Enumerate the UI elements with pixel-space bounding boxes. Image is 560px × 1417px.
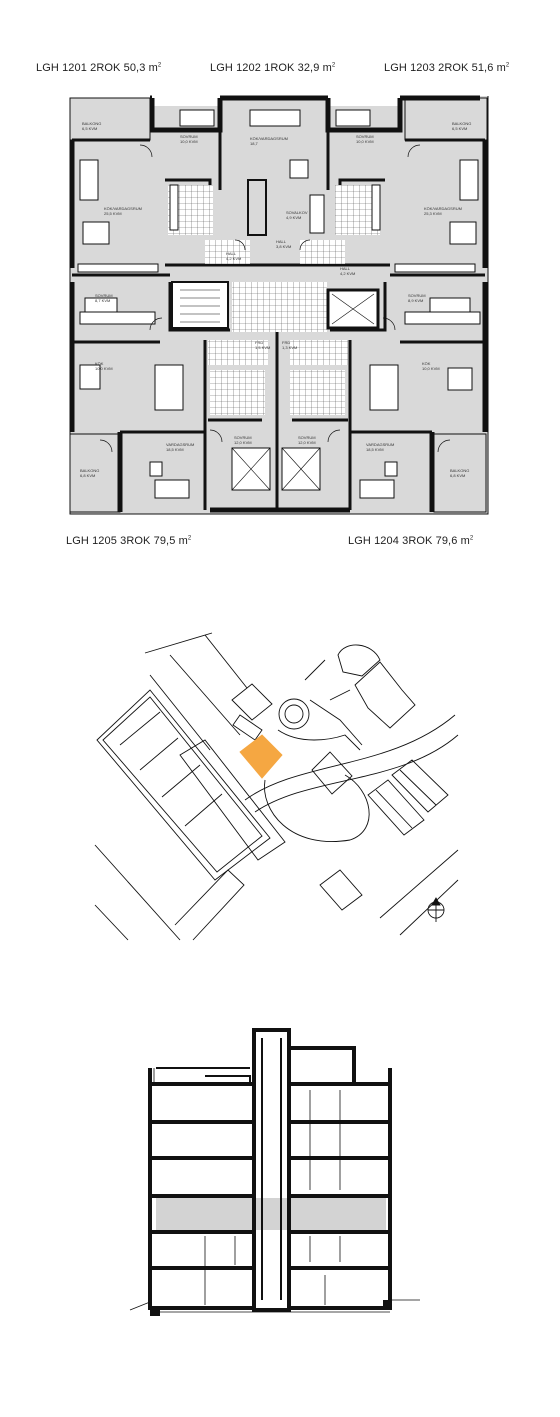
room-area-frd-2: 1,3 KVM [282,345,297,350]
room-area-sovrum-1204b: 12,0 KVM [298,440,316,445]
building-section [129,1028,420,1316]
room-area-hall-1: 4,2 KVM [226,256,241,261]
site-parking-1 [391,759,449,813]
room-label-hall-3: HALL [340,266,351,271]
room-label-hall-2: HALL [276,239,287,244]
unit-label-1204: LGH 1204 3ROK 79,6 m2 [348,535,474,547]
room-label-kok-1204: KÖK [422,361,431,366]
room-label-sovrum-1205a: SOVRUM [95,293,113,298]
room-area-balkong-1204: 6,8 KVM [450,473,465,478]
north-arrow-icon [427,897,445,922]
furniture [79,109,479,499]
site-building-ne [231,683,273,721]
room-area-balkong-1201: 6,5 KVM [82,126,97,131]
room-area-sovrum-1201: 10,0 KVM [180,139,198,144]
room-area-hall-2: 3,8 KVM [276,244,291,249]
room-area-vardagsrum-1205: 18,5 KVM [166,447,184,452]
room-label-sovrum-1201: SOVRUM [180,134,198,139]
room-label-vardagsrum-1204: VARDAGSRUM [366,442,394,447]
room-label-vardagsrum-1205: VARDAGSRUM [166,442,194,447]
room-label-balkong-1203: BALKONG [452,121,471,126]
room-area-sovalkov: 4,9 KVM [286,215,301,220]
room-label-hall-1: HALL [226,251,237,256]
site-building-east [354,661,416,729]
site-parking-2 [367,779,425,836]
room-label-sovrum-1203: SOVRUM [356,134,374,139]
room-label-sovrum-1204a: SOVRUM [408,293,426,298]
highlighted-floor [156,1198,386,1230]
room-area-kok-vardagsrum-1201: 25,5 KVM [104,211,122,216]
room-label-frd-1: FRD [255,340,263,345]
room-area-sovrum-1205b: 12,0 KVM [234,440,252,445]
room-area-hall-3: 4,2 KVM [340,271,355,276]
room-area-kok-1204: 10,0 KVM [422,366,440,371]
room-area-kok-vardagsrum-1202: 18,7 [250,141,259,146]
room-label-kok-1205: KÖK [95,361,104,366]
room-label-balkong-1205: BALKONG [80,468,99,473]
site-road-1 [94,844,181,941]
site-highlight-building [239,734,283,779]
room-label-kok-vardagsrum-1203: KÖK/VARDAGSRUM [424,206,462,211]
room-area-balkong-1203: 6,5 KVM [452,126,467,131]
room-label-sovalkov: SOVALKOV [286,210,308,215]
unit-label-1205: LGH 1205 3ROK 79,5 m2 [66,535,192,547]
room-label-kok-vardagsrum-1201: KÖK/VARDAGSRUM [104,206,142,211]
site-round-building [278,698,310,730]
unit-label-1201: LGH 1201 2ROK 50,3 m2 [36,62,162,74]
floor-plan: BALKONG 6,5 KVM SOVRUM 10,0 KVM KÖK/VARD… [69,95,489,515]
room-area-sovrum-1204a: 8,9 KVM [408,298,423,303]
unit-label-1202: LGH 1202 1ROK 32,9 m2 [210,62,336,74]
site-building-long [96,689,271,881]
room-area-kok-1205: 10,0 KVM [95,366,113,371]
room-labels: BALKONG 6,5 KVM SOVRUM 10,0 KVM KÖK/VARD… [80,121,471,478]
door-swings [99,144,451,453]
stair-core [171,281,380,330]
unit-label-1203: LGH 1203 2ROK 51,6 m2 [384,62,510,74]
room-label-sovrum-1204b: SOVRUM [298,435,316,440]
kitchen-counters [77,184,481,411]
room-label-balkong-1201: BALKONG [82,121,101,126]
room-label-frd-2: FRD [282,340,290,345]
room-area-kok-vardagsrum-1203: 25,3 KVM [424,211,442,216]
room-area-balkong-1205: 6,8 KVM [80,473,95,478]
room-area-vardagsrum-1204: 18,5 KVM [366,447,384,452]
room-area-frd-1: 1,5 KVM [255,345,270,350]
room-area-sovrum-1205a: 8,7 KVM [95,298,110,303]
section-core-shaft [252,1028,291,1312]
room-label-kok-vardagsrum-1202: KÖK/VARDAGSRUM [250,136,288,141]
site-plan [94,632,459,941]
site-building-mid [179,739,286,861]
room-area-sovrum-1203: 10,0 KVM [356,139,374,144]
room-label-balkong-1204: BALKONG [450,468,469,473]
room-label-sovrum-1205b: SOVRUM [234,435,252,440]
